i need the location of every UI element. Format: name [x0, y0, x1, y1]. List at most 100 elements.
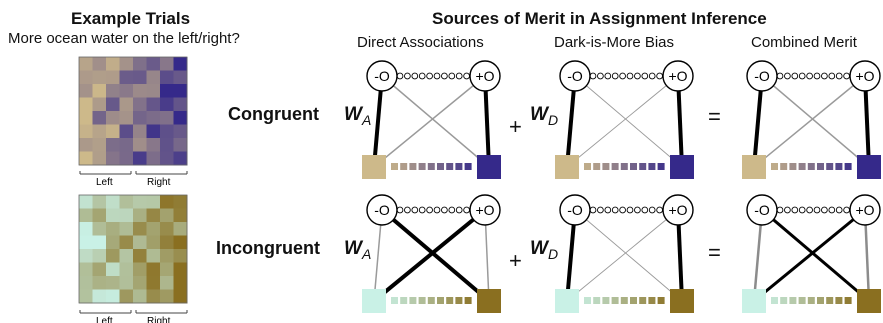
mosaic-cell — [119, 222, 134, 236]
mosaic-cell — [146, 276, 161, 290]
axis-label-right: Right — [147, 177, 171, 188]
gradient-step — [630, 163, 637, 170]
mosaic-cell — [106, 151, 120, 166]
scale-dot — [619, 206, 626, 214]
gradient-step — [648, 297, 656, 304]
light-swatch — [362, 289, 386, 313]
mosaic-cell — [79, 84, 93, 98]
gradient-step — [826, 163, 834, 170]
mosaic-cell — [173, 208, 188, 223]
mosaic-cell — [146, 195, 161, 209]
mosaic-cell — [119, 195, 134, 209]
mosaic-cell — [119, 97, 134, 112]
plus-node — [469, 60, 501, 92]
mosaic-cell — [79, 97, 93, 112]
diagram-congruent-dark-bias: -O+O — [555, 60, 694, 179]
gradient-step — [455, 297, 463, 304]
row-label-incongruent: Incongruent — [216, 238, 320, 258]
sources-of-merit-title: Sources of Merit in Assignment Inference — [432, 9, 767, 28]
scale-dot — [396, 206, 404, 214]
association-edge — [574, 209, 683, 302]
mosaic-cell — [79, 57, 93, 71]
mosaic-cell — [160, 208, 174, 223]
mosaic-cell — [160, 249, 174, 263]
scale-dot — [776, 72, 784, 80]
mosaic-cell — [173, 124, 188, 139]
mosaic-cell — [160, 57, 174, 71]
minus-node — [746, 60, 778, 92]
mosaic-cell — [133, 289, 147, 304]
mosaic-cell — [92, 70, 107, 85]
association-edge — [373, 75, 486, 168]
mosaic-cell — [160, 235, 174, 250]
mosaic-cell — [79, 222, 93, 236]
scale-dot — [597, 206, 604, 214]
mosaic-cell — [119, 70, 134, 85]
equals-operator-incongruent: = — [708, 240, 721, 265]
mosaic-cell — [160, 138, 174, 152]
example-trials-title: Example Trials — [71, 9, 191, 28]
association-edge — [372, 208, 487, 303]
scale-dot — [813, 72, 821, 80]
mosaic-cell — [92, 151, 107, 166]
gradient-step — [584, 297, 591, 304]
mosaic-cell — [92, 111, 107, 125]
mosaic-cell — [79, 111, 93, 125]
gradient-step — [593, 297, 601, 304]
mosaic-cell — [133, 138, 147, 152]
mosaic-cell — [92, 249, 107, 263]
mosaic-cell — [106, 235, 120, 250]
mosaic-cell — [106, 124, 120, 139]
mosaic-cell — [119, 235, 134, 250]
mosaic-cell — [92, 208, 107, 223]
gradient-step — [798, 297, 806, 304]
gradient-step — [464, 297, 472, 304]
mosaic-cell — [133, 97, 147, 112]
scale-dot — [597, 72, 604, 80]
mosaic-cell — [173, 262, 188, 277]
gradient-step — [639, 297, 647, 304]
association-edge — [574, 75, 683, 168]
light-swatch — [555, 155, 579, 179]
mosaic-cell — [160, 195, 174, 209]
mosaic-cell — [92, 97, 107, 112]
column-combined-merit: Combined Merit — [751, 34, 857, 51]
mosaic-cell — [119, 111, 134, 125]
mosaic-cell — [106, 208, 120, 223]
scale-dot — [404, 72, 411, 80]
mosaic-cell — [106, 111, 120, 125]
weight-d-congruent: WD — [530, 104, 559, 128]
scale-dot — [798, 206, 806, 214]
mosaic-cell — [133, 57, 147, 71]
plus-node-label: +O — [855, 68, 874, 84]
mosaic-cell — [119, 289, 134, 304]
scale-dot — [813, 206, 821, 214]
mosaic-cell — [146, 151, 161, 166]
mosaic-cell — [106, 97, 120, 112]
mosaic-cell — [146, 235, 161, 250]
dark-swatch — [670, 289, 694, 313]
mosaic-cell — [92, 289, 107, 304]
scale-dot — [821, 206, 828, 214]
scale-dot — [641, 72, 649, 80]
dark-swatch — [670, 155, 694, 179]
dark-swatch — [477, 155, 501, 179]
gradient-step — [639, 163, 647, 170]
gradient-step — [427, 297, 435, 304]
mosaic-cell — [119, 249, 134, 263]
gradient-step — [798, 163, 806, 170]
gradient-step — [446, 163, 454, 170]
mosaic-cell — [133, 124, 147, 139]
gradient-step — [835, 297, 843, 304]
mosaic-cell — [106, 84, 120, 98]
gradient-step — [446, 297, 454, 304]
scale-dot — [634, 206, 641, 214]
mosaic-cell — [160, 151, 174, 166]
equals-operator-congruent: = — [708, 104, 721, 129]
scale-dot — [843, 206, 850, 214]
axis-label-left: Left — [96, 177, 113, 188]
mosaic-cell — [79, 235, 93, 250]
gradient-step — [602, 163, 610, 170]
scale-dot — [806, 72, 813, 80]
